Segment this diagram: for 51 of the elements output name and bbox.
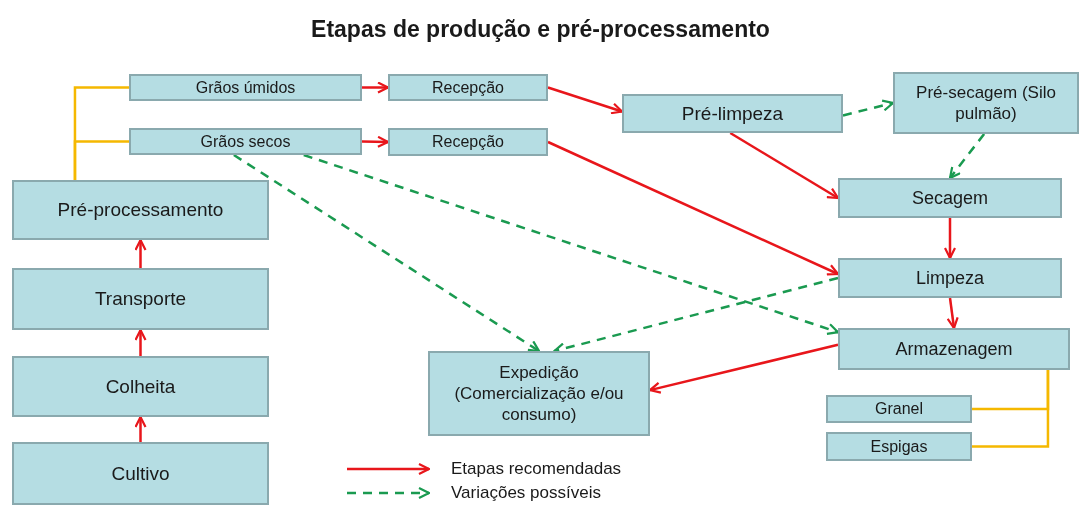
process-box	[838, 178, 1062, 218]
box-label: Transporte	[94, 287, 187, 311]
process-box	[388, 128, 548, 156]
arrow	[547, 86, 624, 115]
process-box	[893, 72, 1079, 134]
process-box	[388, 74, 548, 101]
box-label: Pré-secagem (Silo pulmão)	[915, 81, 1057, 125]
process-box	[12, 442, 269, 505]
process-box	[826, 395, 972, 423]
process-box	[129, 74, 362, 101]
arrow	[547, 140, 840, 276]
box-label: Grãos secos	[200, 131, 291, 152]
process-box	[12, 180, 269, 240]
box-label: Expedição (Comercialização e/ou consumo)	[453, 361, 625, 426]
connector-line	[73, 140, 129, 180]
arrow	[134, 415, 147, 442]
arrow	[361, 135, 390, 148]
process-box	[12, 356, 269, 417]
box-label: Espigas	[870, 436, 928, 457]
box-label: Grãos úmidos	[195, 77, 296, 98]
process-box	[428, 351, 650, 436]
box-label: Cultivo	[111, 461, 170, 486]
arrow	[946, 297, 959, 330]
connector-line	[972, 370, 1050, 448]
legend-label: Etapas recomendadas	[451, 460, 622, 477]
box-label: Pré-limpeza	[681, 101, 784, 126]
process-box	[838, 328, 1070, 370]
arrow	[842, 99, 895, 117]
arrow	[943, 218, 957, 260]
process-box	[622, 94, 843, 133]
arrow	[233, 153, 541, 353]
legend-label: Variações possíveis	[451, 484, 601, 501]
box-label: Recepção	[431, 77, 504, 98]
box-label: Colheita	[105, 374, 176, 399]
box-label: Recepção	[431, 132, 504, 152]
box-label: Pré-processamento	[57, 198, 224, 222]
diagram-title: Etapas de produção e pré-processamento	[310, 15, 771, 44]
arrow	[948, 133, 986, 180]
box-label: Limpeza	[915, 266, 984, 290]
box-label: Armazenagem	[895, 337, 1013, 361]
box-label: Granel	[875, 399, 923, 419]
process-box	[12, 268, 269, 330]
process-box	[129, 128, 362, 155]
arrow	[303, 153, 840, 335]
arrow	[134, 238, 147, 268]
process-box	[838, 258, 1062, 298]
arrow	[729, 131, 840, 200]
arrow	[362, 81, 390, 94]
box-label: Secagem	[911, 186, 988, 210]
arrow	[134, 328, 147, 356]
process-box	[826, 432, 972, 461]
